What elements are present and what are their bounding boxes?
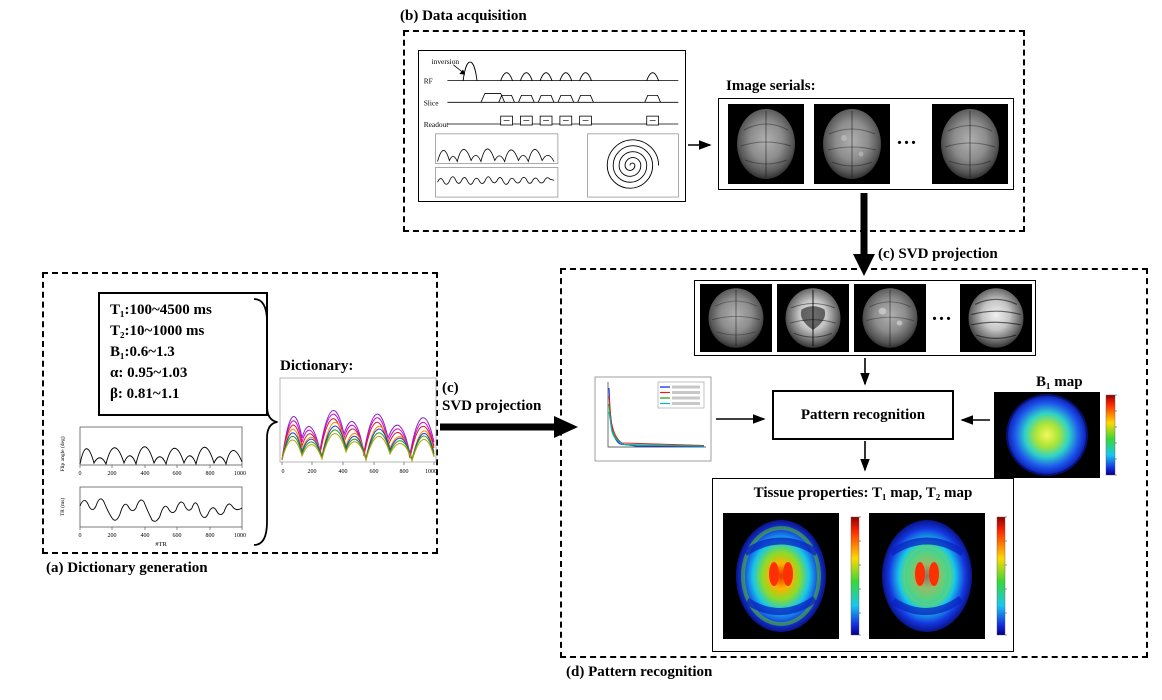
tr-xtick: 800 (206, 533, 215, 539)
spiral-trajectory-plot (587, 133, 679, 198)
tr-xtick: 400 (141, 533, 150, 539)
tissue-properties-box: Tissue properties: T₁ map, T₂ map (712, 478, 1014, 652)
t2-map-image (869, 513, 1007, 639)
dict-xtick: 200 (308, 469, 317, 475)
tr-ylabel: TR (ms) (59, 498, 66, 517)
tr-plot: TR (ms) 0 200 400 600 800 1000 #TR (59, 486, 246, 548)
section-a-label: (a) Dictionary generation (46, 560, 208, 576)
fa-xtick: 400 (141, 471, 150, 477)
svd-projection-left-c: (c) (442, 380, 459, 396)
dict-xtick: 600 (370, 469, 379, 475)
dictionary-label: Dictionary: (280, 358, 354, 374)
mini-tr-plot (435, 167, 559, 198)
pattern-recognition-label: Pattern recognition (800, 406, 926, 423)
projected-brain-image (960, 284, 1032, 352)
pulse-sequence-diagram: inversion RF Slice Readout (424, 57, 679, 198)
t1-colorbar (850, 516, 860, 636)
dictionary-parameters-box: T₁:100~4500 ms T₂:10~1000 ms B₁:0.6~1.3 … (98, 292, 268, 416)
tr-xlabel: #TR (155, 541, 167, 548)
tr-xtick: 0 (79, 533, 82, 539)
image-serials-label: Image serials: (726, 78, 816, 94)
projected-brain-image (700, 284, 772, 352)
dict-xtick: 1000 (425, 469, 437, 475)
fa-xtick: 600 (173, 471, 182, 477)
rf-label: RF (424, 77, 433, 86)
tissue-properties-title: Tissue properties: T₁ map, T₂ map (753, 485, 973, 501)
section-d-label: (d) Pattern recognition (566, 664, 713, 680)
dictionary-curves-plot: 0 200 400 600 800 1000 (279, 377, 437, 475)
flip-angle-plot: Flip angle (deg) 0 200 400 600 800 1000 (59, 426, 246, 477)
projected-brain-image (854, 284, 926, 352)
param-t1: T₁:100~4500 ms (110, 302, 212, 318)
section-b-label: (b) Data acquisition (400, 8, 527, 24)
b1-map-label: B₁ map (1036, 374, 1083, 390)
tr-xtick: 1000 (234, 533, 246, 539)
arrow-dictionary-to-recognition (440, 416, 578, 438)
singular-values-plot (594, 376, 712, 462)
param-b1: B₁:0.6~1.3 (110, 344, 175, 360)
brain-mri-image (728, 104, 804, 184)
tr-xtick: 200 (108, 533, 117, 539)
fa-xtick: 1000 (234, 471, 246, 477)
grouping-brace (253, 298, 278, 546)
svd-projection-top-label: (c) SVD projection (878, 246, 998, 262)
brain-mri-image (932, 104, 1008, 184)
t2-colorbar (996, 516, 1006, 636)
inversion-label: inversion (432, 57, 460, 66)
slice-row (447, 93, 679, 103)
projected-images-ellipsis: ... (932, 303, 953, 325)
tr-xtick: 600 (173, 533, 182, 539)
dict-xtick: 0 (282, 469, 285, 475)
projected-brain-image (777, 284, 849, 352)
fa-xtick: 800 (206, 471, 215, 477)
svd-projected-images-box: ... (694, 280, 1036, 356)
param-beta: β: 0.81~1.1 (110, 386, 180, 402)
rf-row (447, 61, 679, 81)
param-t2: T₂:10~1000 ms (110, 323, 205, 339)
svd-projection-left-label: SVD projection (442, 398, 542, 414)
section-b-dashed-box (403, 30, 1025, 232)
b1-map-image (994, 392, 1117, 478)
fa-xtick: 200 (108, 471, 117, 477)
b1-colorbar (1105, 394, 1116, 476)
section-a-dashed-box (42, 272, 438, 554)
pattern-recognition-box: Pattern recognition (772, 390, 954, 440)
brain-mri-image (814, 104, 890, 184)
t1-map-image (723, 513, 861, 639)
dict-xtick: 400 (339, 469, 348, 475)
param-alpha: α: 0.95~1.03 (110, 365, 188, 381)
fa-xtick: 0 (79, 471, 82, 477)
dict-xtick: 800 (400, 469, 409, 475)
image-serials-ellipsis: ... (897, 127, 918, 149)
image-serials-box: ... (718, 98, 1014, 190)
inversion-pointer-arrowhead (459, 69, 466, 75)
readout-label: Readout (424, 120, 450, 129)
slice-label: Slice (424, 98, 439, 107)
plot-legend (657, 381, 705, 409)
mini-flip-angle-plot (435, 133, 559, 164)
flip-angle-ylabel: Flip angle (deg) (59, 436, 66, 471)
readout-row (447, 115, 679, 126)
pulse-sequence-panel: inversion RF Slice Readout (418, 50, 686, 202)
